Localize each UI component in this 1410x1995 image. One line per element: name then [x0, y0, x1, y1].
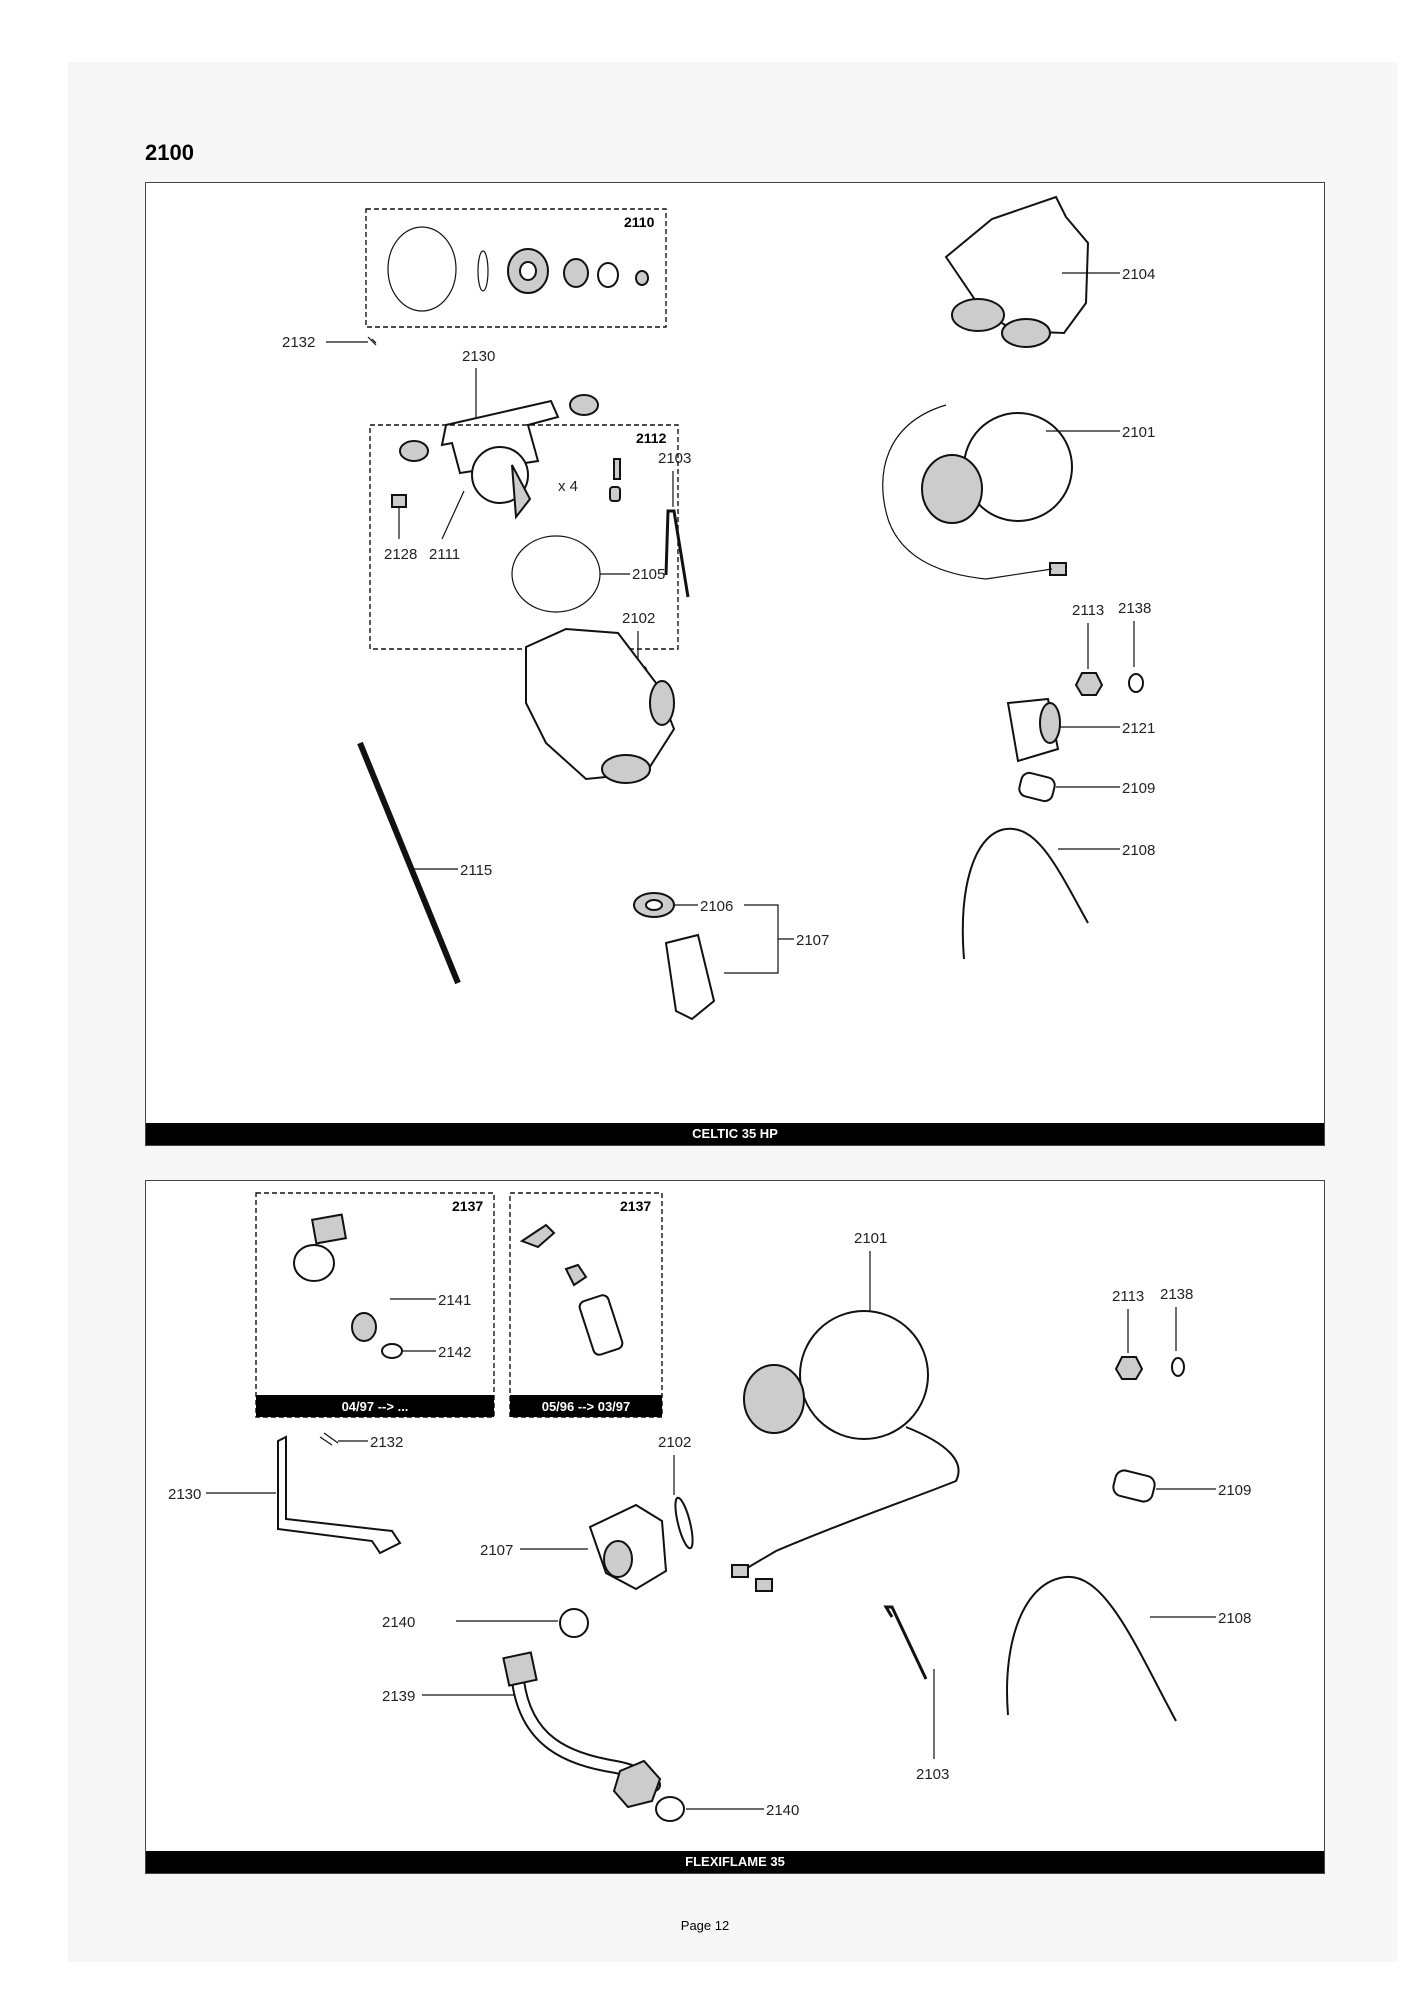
callout-2102: 2102 [658, 1434, 691, 1451]
callout-2109: 2109 [1122, 780, 1155, 797]
callout-2107: 2107 [480, 1542, 513, 1559]
part-oring-2105 [511, 535, 601, 613]
part-ring-2138 [1128, 673, 1144, 693]
callout-2108: 2108 [1122, 842, 1155, 859]
exploded-view-celtic: 2110 2132 2130 2112 x 4 2128 2111 2105 [282, 195, 1155, 1021]
part-pipe-nut-top [502, 1651, 538, 1687]
callout-2101: 2101 [1122, 424, 1155, 441]
part-valve-head [310, 1213, 348, 1245]
panel-caption-celtic: CELTIC 35 HP [146, 1123, 1324, 1145]
kit-label-2137-a: 2137 [452, 1198, 483, 1214]
part-pump-motor [799, 1310, 929, 1440]
callout-2111: 2111 [429, 546, 460, 563]
callout-2132: 2132 [370, 1434, 403, 1451]
callout-2103: 2103 [658, 450, 691, 467]
part-oring-2102 [674, 1496, 694, 1550]
callout-2139: 2139 [382, 1688, 415, 1705]
panel-caption-flexiflame: FLEXIFLAME 35 [146, 1851, 1324, 1873]
callout-2121: 2121 [1122, 720, 1155, 737]
callout-2132: 2132 [282, 334, 315, 351]
part-oring-2140-b [655, 1796, 685, 1822]
part-plug [564, 1263, 588, 1287]
kit-box-2110 [365, 208, 667, 328]
callout-2140-b: 2140 [766, 1802, 799, 1819]
callout-2103: 2103 [916, 1766, 949, 1783]
callout-2105: 2105 [632, 566, 665, 583]
callout-2141: 2141 [438, 1292, 471, 1309]
part-nut-2113 [1074, 672, 1104, 696]
part-capacitor-2109 [1018, 771, 1056, 803]
part-ring-tiny [635, 270, 649, 286]
page-number: Page 12 [680, 1918, 730, 1933]
callout-2113: 2113 [1112, 1288, 1144, 1305]
part-valve-body [293, 1244, 335, 1282]
callout-2102: 2102 [622, 610, 655, 627]
part-nut [609, 486, 621, 502]
part-union-2107 [664, 933, 716, 1021]
callout-2108: 2108 [1218, 1610, 1251, 1627]
part-connector-a [731, 1564, 749, 1578]
callout-2142: 2142 [438, 1344, 471, 1361]
part-ring-small [597, 262, 619, 288]
multiplier-text: x 4 [558, 478, 578, 495]
part-screw [367, 336, 377, 346]
part-grommet-right [569, 394, 599, 416]
exploded-view-flexiflame: 2137 04/97 --> ... 2141 2142 2137 05/96 … [168, 1192, 1251, 1822]
part-connector-b [755, 1578, 773, 1592]
part-clip-2103 [664, 509, 690, 598]
diagram-panel-celtic: 2110 2132 2130 2112 x 4 2128 2111 2105 [145, 182, 1325, 1146]
callout-2130: 2130 [168, 1486, 201, 1503]
callout-2128: 2128 [384, 546, 417, 563]
part-bolt [613, 458, 621, 480]
part-screw-2132 [319, 1432, 339, 1446]
kit-label-2137-b: 2137 [620, 1198, 651, 1214]
callout-2138: 2138 [1118, 600, 1151, 617]
part-oring-2142 [381, 1343, 403, 1359]
part-oring-2140-a [559, 1608, 589, 1638]
callout-2140-a: 2140 [382, 1614, 415, 1631]
part-cable-2101 [882, 404, 987, 580]
part-clip-2103 [883, 1605, 928, 1680]
part-grommet-left [399, 440, 429, 462]
callout-2104: 2104 [1122, 266, 1155, 283]
page-title: 2100 [145, 140, 194, 165]
kit-label-2110: 2110 [624, 214, 655, 230]
part-bracket-2130 [277, 1435, 402, 1555]
part-harness-2108 [1006, 1575, 1177, 1722]
part-key [519, 1223, 556, 1249]
part-harness-2108 [961, 827, 1089, 960]
part-valve-small [391, 494, 407, 508]
part-capacitor-2109 [1112, 1469, 1156, 1503]
callout-2130: 2130 [462, 348, 495, 365]
part-valve-insert [578, 1294, 624, 1356]
diagram-panel-flexiflame: 2137 04/97 --> ... 2141 2142 2137 05/96 … [145, 1180, 1325, 1874]
callout-2138: 2138 [1160, 1286, 1193, 1303]
part-pump-body [525, 627, 676, 781]
part-washer [563, 258, 589, 288]
kit-label-2112: 2112 [636, 430, 667, 446]
callout-2101: 2101 [854, 1230, 887, 1247]
part-pump-motor-2101 [963, 412, 1073, 522]
part-bracket [440, 399, 560, 475]
callout-2115: 2115 [460, 862, 492, 879]
part-nut-2113 [1114, 1356, 1144, 1380]
kit-caption-b: 05/96 --> 03/97 [542, 1399, 631, 1414]
callout-2109: 2109 [1218, 1482, 1251, 1499]
callout-2113: 2113 [1072, 602, 1104, 619]
part-connector [1049, 562, 1067, 576]
part-insert-2141 [351, 1312, 377, 1342]
part-rod-2115 [357, 741, 461, 985]
part-oring-large [387, 226, 457, 312]
part-cable [741, 1426, 960, 1572]
callout-2106: 2106 [700, 898, 733, 915]
part-ring-2138 [1171, 1357, 1185, 1377]
callout-2107: 2107 [796, 932, 829, 949]
part-pipe-nut-bottom [612, 1759, 662, 1809]
part-circlip [477, 250, 489, 292]
kit-caption-a: 04/97 --> ... [342, 1399, 409, 1414]
